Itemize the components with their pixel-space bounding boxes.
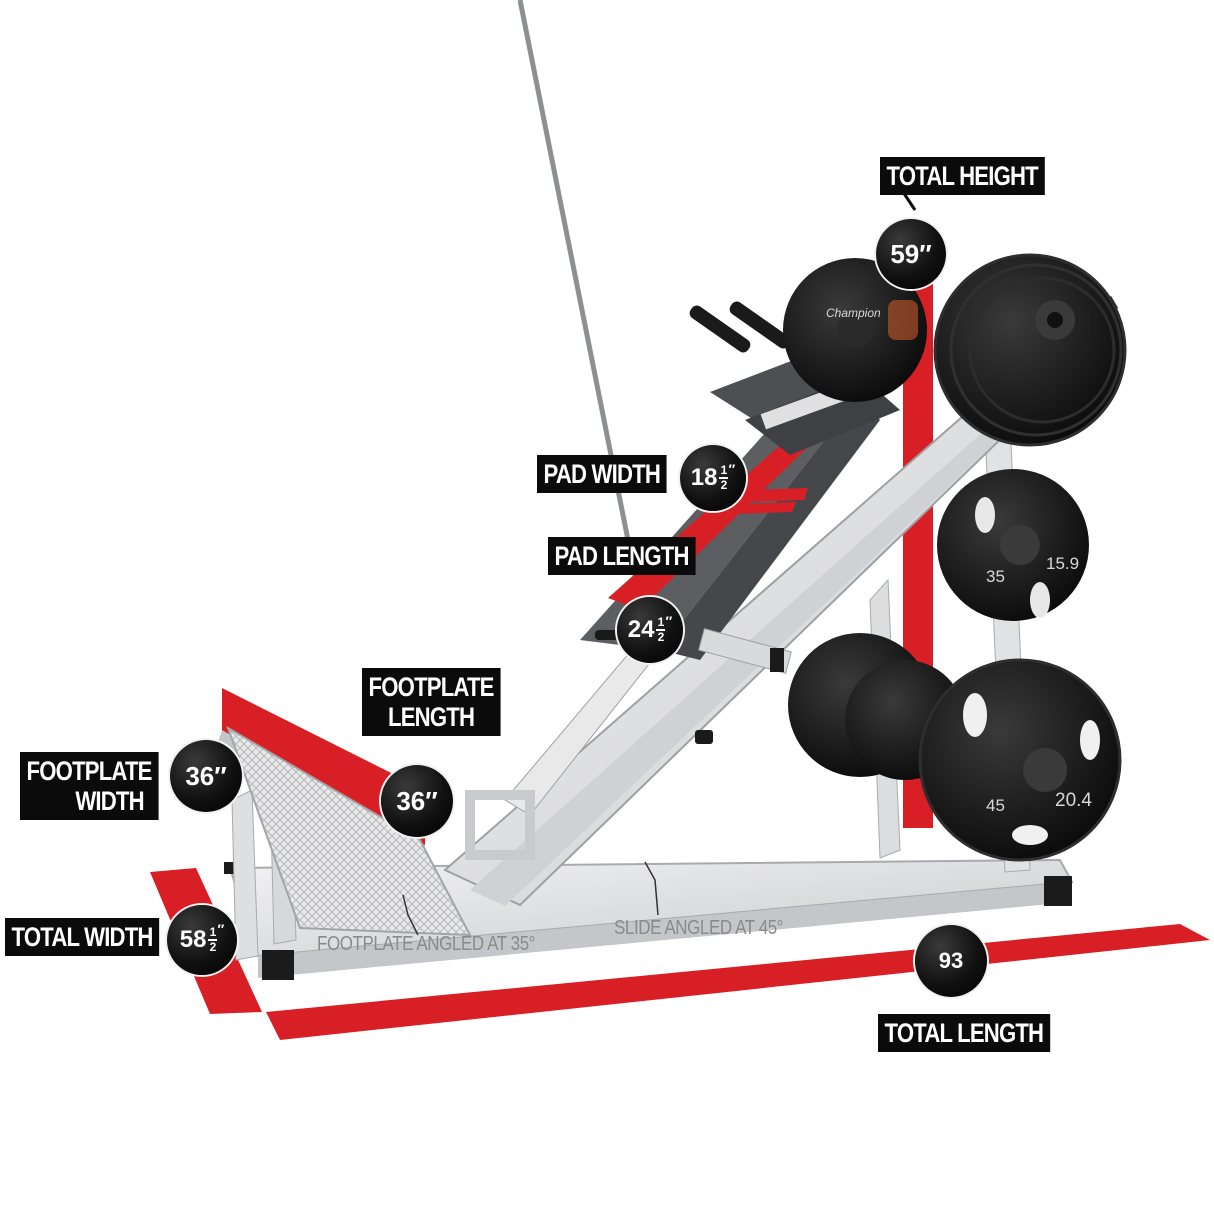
pad-width-unit: ″ bbox=[728, 461, 736, 477]
total-width-value: 58 1 2 ″ bbox=[167, 905, 237, 975]
total-width-label: TOTAL WIDTH bbox=[5, 918, 160, 956]
pad-length-unit: ″ bbox=[665, 613, 673, 629]
footplate-red-band bbox=[222, 688, 425, 848]
plate-weight-middle-right: 15.9 bbox=[1046, 554, 1080, 573]
pad-length-fraction-num: 1 bbox=[657, 615, 665, 629]
pad-length-label: PAD LENGTH bbox=[548, 537, 696, 575]
slide-angle-note: SLIDE ANGLED AT 45° bbox=[614, 917, 784, 939]
plate-brand-text: Champion bbox=[826, 306, 881, 320]
total-width-fraction-num: 1 bbox=[209, 925, 217, 939]
footplate-angle-note: FOOTPLATE ANGLED AT 35° bbox=[317, 933, 536, 955]
base-frame-front bbox=[258, 882, 1072, 978]
total-width-fraction-den: 2 bbox=[209, 940, 217, 954]
footplate-width-label-line-1: FOOTPLATE bbox=[26, 756, 153, 786]
plate-weight-bottom-left: 45 bbox=[986, 796, 1005, 815]
total-height-value: 59″ bbox=[876, 219, 946, 289]
pad-width-value: 18 1 2 ″ bbox=[680, 445, 746, 511]
total-width-unit: ″ bbox=[217, 921, 225, 937]
handle-left bbox=[689, 305, 751, 353]
total-height-label: TOTAL HEIGHT bbox=[880, 157, 1045, 195]
footplate-length-label-line-1: FOOTPLATE bbox=[368, 672, 495, 702]
pad-width-fraction-num: 1 bbox=[720, 463, 728, 477]
weight-plate-top-stack bbox=[935, 255, 1125, 445]
footplate-width-value: 36″ bbox=[170, 740, 242, 812]
pad-width-whole: 18 bbox=[690, 464, 718, 491]
pad-width-fraction: 1 2 bbox=[719, 463, 729, 492]
pad-length-fraction-den: 2 bbox=[657, 630, 665, 644]
footplate-width-label: FOOTPLATE WIDTH bbox=[20, 752, 159, 820]
pad-length-whole: 24 bbox=[627, 616, 655, 643]
pad-width-label: PAD WIDTH bbox=[537, 455, 667, 493]
pad-length-fraction: 1 2 bbox=[656, 615, 666, 644]
pad-width-fraction-den: 2 bbox=[720, 478, 728, 492]
footplate-width-label-line-2: WIDTH bbox=[75, 786, 144, 816]
footplate-length-label-line-2: LENGTH bbox=[388, 702, 475, 732]
footplate-length-value: 36″ bbox=[381, 765, 453, 837]
plate-weight-middle-left: 35 bbox=[986, 567, 1005, 586]
pad-length-value: 24 1 2 ″ bbox=[617, 597, 683, 663]
plate-weight-bottom-right: 20.4 bbox=[1055, 790, 1092, 811]
total-width-fraction: 1 2 bbox=[208, 925, 218, 954]
handle-right bbox=[729, 301, 791, 349]
footplate-length-label: FOOTPLATE LENGTH bbox=[362, 668, 501, 736]
total-length-label: TOTAL LENGTH bbox=[878, 1014, 1050, 1052]
total-width-whole: 58 bbox=[179, 926, 207, 953]
total-length-value: 93 bbox=[915, 925, 987, 997]
